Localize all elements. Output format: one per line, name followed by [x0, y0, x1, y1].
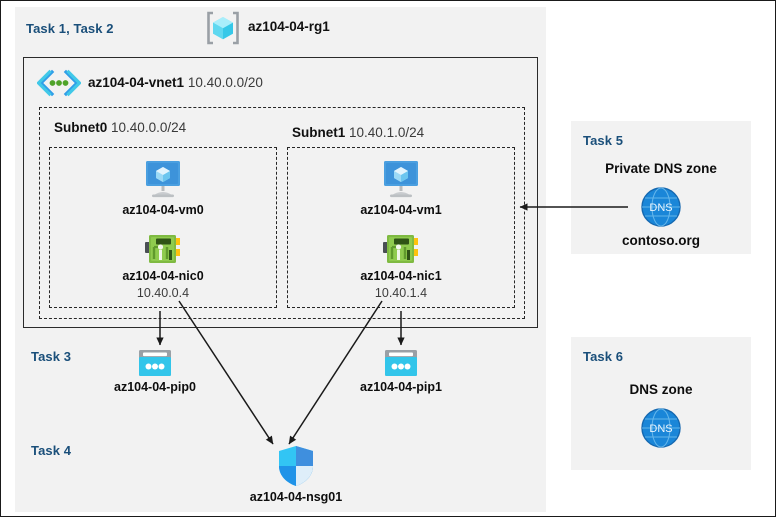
vnet-name: az104-04-vnet1: [88, 75, 185, 90]
nic1-node[interactable]: az104-04-nic1 10.40.1.4: [341, 231, 461, 301]
nic0-label: az104-04-nic0: [122, 269, 204, 283]
virtual-machine-icon: [341, 159, 461, 201]
subnet0-prefix: 10.40.0.0/24: [111, 120, 187, 135]
vnet-address-space: 10.40.0.0/20: [187, 75, 263, 90]
resource-group-name-text: az104-04-rg1: [248, 19, 330, 34]
dns-globe-icon: DNS: [596, 185, 726, 229]
private-dns-zone-name: contoso.org: [622, 233, 700, 248]
virtual-network-icon: [36, 69, 82, 97]
public-ip-panel: [23, 337, 538, 410]
task-label-4: Task 4: [31, 443, 72, 458]
public-ip-address-icon: [100, 348, 210, 378]
resource-group-cube-icon: [204, 9, 242, 47]
pip1-label: az104-04-pip1: [360, 380, 442, 394]
pip0-label: az104-04-pip0: [114, 380, 196, 394]
task-label-1-2: Task 1, Task 2: [26, 21, 114, 36]
resource-group-name: az104-04-rg1: [248, 19, 330, 34]
task-label-3: Task 3: [31, 349, 72, 364]
network-interface-icon: [341, 231, 461, 267]
private-dns-zone-title: Private DNS zone: [605, 161, 717, 176]
nic0-node[interactable]: az104-04-nic0 10.40.0.4: [103, 231, 223, 301]
network-security-group-shield-icon: [226, 444, 366, 488]
svg-text:DNS: DNS: [649, 202, 672, 214]
pip1-node[interactable]: az104-04-pip1: [346, 348, 456, 396]
nic0-ip: 10.40.0.4: [136, 285, 190, 300]
nsg-label: az104-04-nsg01: [249, 490, 343, 504]
dns-zone-title: DNS zone: [629, 382, 693, 397]
virtual-machine-icon: [103, 159, 223, 201]
dns-zone-panel: [571, 337, 751, 470]
network-interface-icon: [103, 231, 223, 267]
pip0-node[interactable]: az104-04-pip0: [100, 348, 210, 396]
private-dns-zone-node[interactable]: DNS contoso.org: [596, 185, 726, 250]
vm0-node[interactable]: az104-04-vm0: [103, 159, 223, 219]
vm0-label: az104-04-vm0: [122, 203, 204, 217]
task-label-6: Task 6: [583, 349, 624, 364]
subnet0-header: Subnet0 10.40.0.0/24: [54, 120, 186, 135]
vm1-node[interactable]: az104-04-vm1: [341, 159, 461, 219]
subnet1-header: Subnet1 10.40.1.0/24: [292, 125, 424, 140]
vnet-header: az104-04-vnet1 10.40.0.0/20: [88, 75, 263, 90]
nsg-node[interactable]: az104-04-nsg01: [226, 444, 366, 506]
dns-globe-icon: DNS: [596, 406, 726, 450]
nic1-label: az104-04-nic1: [360, 269, 442, 283]
vm1-label: az104-04-vm1: [360, 203, 442, 217]
svg-text:DNS: DNS: [649, 423, 672, 435]
subnet0-name: Subnet0: [54, 120, 108, 135]
task-label-5: Task 5: [583, 133, 624, 148]
dns-zone-node[interactable]: DNS: [596, 406, 726, 450]
public-ip-address-icon: [346, 348, 456, 378]
nic1-ip: 10.40.1.4: [374, 285, 428, 300]
subnet1-prefix: 10.40.1.0/24: [349, 125, 425, 140]
subnet1-name: Subnet1: [292, 125, 346, 140]
